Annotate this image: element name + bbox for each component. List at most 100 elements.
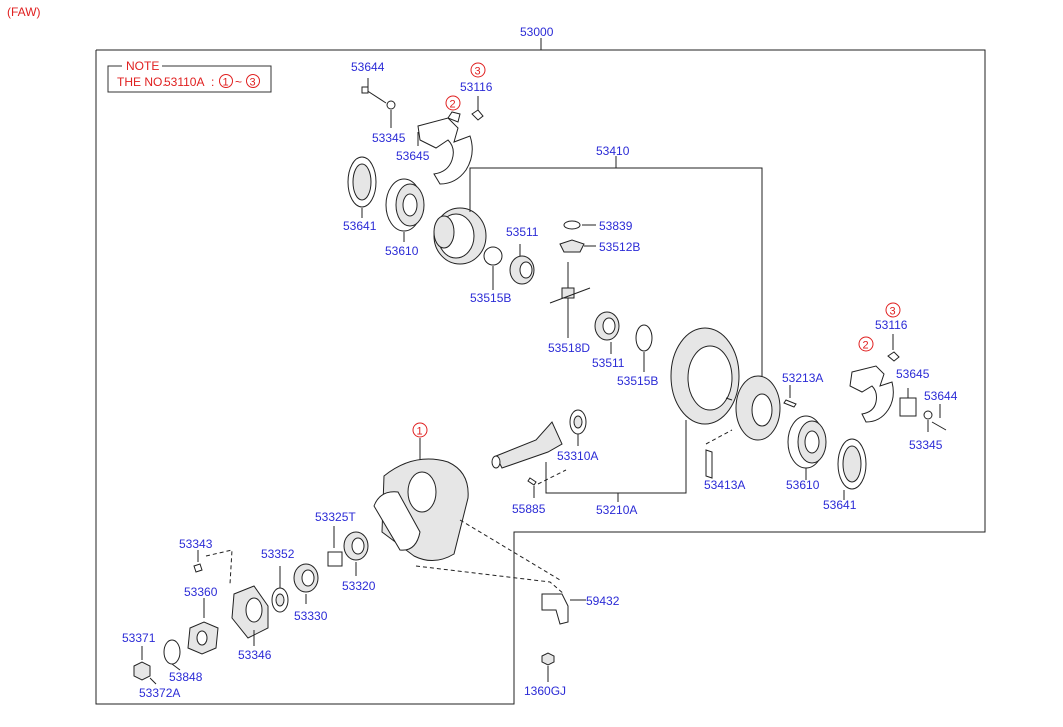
seal-53641-left (347, 156, 377, 208)
callout-3-left-text: 3 (475, 66, 481, 78)
label-53371[interactable]: 53371 (122, 631, 156, 645)
callout-3-right-text: 3 (890, 306, 896, 318)
ring-gear (670, 327, 740, 425)
label-53641-left[interactable]: 53641 (343, 219, 377, 233)
label-53645-left[interactable]: 53645 (396, 149, 430, 163)
bolt-53413A (705, 449, 713, 479)
label-55885[interactable]: 55885 (512, 502, 546, 516)
note-title: NOTE (126, 59, 159, 73)
assembly-number[interactable]: 53000 (520, 25, 554, 39)
nut-53371 (133, 661, 151, 681)
variant-label: (FAW) (7, 5, 41, 19)
label-53511-b[interactable]: 53511 (592, 356, 625, 370)
label-53360[interactable]: 53360 (184, 585, 218, 599)
label-53345-left[interactable]: 53345 (372, 131, 406, 145)
label-1360GJ[interactable]: 1360GJ (524, 684, 566, 698)
drive-pinion (491, 421, 563, 469)
washer-53839 (563, 220, 581, 230)
label-53641-right[interactable]: 53641 (823, 498, 857, 512)
bearing-53320 (343, 531, 369, 561)
label-53116-left[interactable]: 53116 (460, 80, 493, 94)
note-colon: : (211, 75, 214, 89)
bearing-53610-right (787, 415, 827, 469)
note-box: NOTE THE NO. 53110A : 1 ~ 3 (107, 59, 272, 93)
washer-53345-left (386, 100, 396, 110)
label-53645-right[interactable]: 53645 (896, 367, 930, 381)
label-53413A[interactable]: 53413A (704, 478, 745, 492)
label-53213A[interactable]: 53213A (782, 371, 823, 385)
assembly-outline (95, 49, 986, 705)
note-tilde: ~ (235, 75, 242, 89)
bolt-53213A (783, 399, 797, 408)
callout-1 (412, 422, 428, 438)
label-59432[interactable]: 59432 (586, 594, 620, 608)
companion-flange-53346 (231, 585, 269, 639)
callout-3-left (470, 62, 486, 78)
callout-3-right (885, 302, 901, 318)
differential-case-half (433, 207, 487, 265)
plate-53360 (187, 621, 219, 655)
case-number[interactable]: 53410 (596, 144, 630, 158)
label-53839[interactable]: 53839 (599, 219, 633, 233)
pinion-53512B (559, 239, 585, 253)
bolt-53116-left (471, 109, 484, 121)
label-53518D[interactable]: 53518D (548, 341, 590, 355)
note-prefix: THE NO. (117, 75, 166, 89)
label-53345-right[interactable]: 53345 (909, 438, 943, 452)
bolt-53644-left (361, 78, 387, 104)
pinion-shaft-53518D (549, 262, 591, 318)
washer-53515B-a (483, 246, 503, 266)
label-53515B-a[interactable]: 53515B (470, 291, 511, 305)
seal-53641-right (837, 438, 867, 490)
side-gear-53511-a (509, 255, 535, 285)
gear-set-number[interactable]: 53210A (596, 503, 637, 517)
spacer-53325T (327, 551, 343, 567)
bearing-cap-left (417, 111, 473, 185)
label-53848[interactable]: 53848 (169, 670, 203, 684)
label-53512B[interactable]: 53512B (599, 240, 640, 254)
bearing-53310A (569, 409, 587, 435)
bracket-59432 (541, 593, 569, 625)
note-range-start: 1 (223, 77, 229, 89)
label-53320[interactable]: 53320 (342, 579, 376, 593)
washer-53515B-b (635, 324, 653, 352)
nut-1360GJ (541, 652, 555, 666)
washer-53345-right (923, 410, 933, 420)
o-ring-53848 (163, 639, 181, 665)
callout-1-text: 1 (417, 426, 423, 438)
bearing-53610-left (385, 178, 425, 232)
bearing-cap-right (849, 365, 894, 423)
note-marker-3 (246, 74, 260, 88)
label-53310A[interactable]: 53310A (557, 449, 598, 463)
note-range-end: 3 (250, 77, 256, 89)
label-53325T[interactable]: 53325T (315, 510, 356, 524)
label-53330[interactable]: 53330 (294, 609, 328, 623)
label-53511-a[interactable]: 53511 (506, 225, 539, 239)
gear-set-bracket (545, 420, 687, 494)
callout-2-right-text: 2 (863, 340, 869, 352)
label-53116-right[interactable]: 53116 (875, 318, 908, 332)
callout-2-left (445, 95, 461, 111)
label-53644-right[interactable]: 53644 (924, 389, 958, 403)
carrier-housing (373, 458, 469, 561)
label-53610-right[interactable]: 53610 (786, 478, 820, 492)
bearing-53330 (293, 563, 319, 593)
label-53644-left[interactable]: 53644 (351, 60, 385, 74)
bolt-53644-right (931, 404, 947, 431)
seal-53352 (271, 587, 289, 613)
plate-53645-right (899, 397, 917, 417)
bolt-53343 (193, 563, 203, 573)
label-53372A[interactable]: 53372A (139, 686, 180, 700)
label-53343[interactable]: 53343 (179, 537, 213, 551)
label-53610-left[interactable]: 53610 (385, 244, 419, 258)
bolt-53116-right (887, 351, 900, 362)
label-53346[interactable]: 53346 (238, 648, 272, 662)
callout-2-right (858, 336, 874, 352)
label-53352[interactable]: 53352 (261, 547, 295, 561)
label-53515B-b[interactable]: 53515B (617, 374, 658, 388)
differential-case (735, 375, 781, 441)
note-part: 53110A (164, 75, 204, 89)
note-marker-1 (219, 74, 233, 88)
pin-55885 (527, 477, 537, 486)
